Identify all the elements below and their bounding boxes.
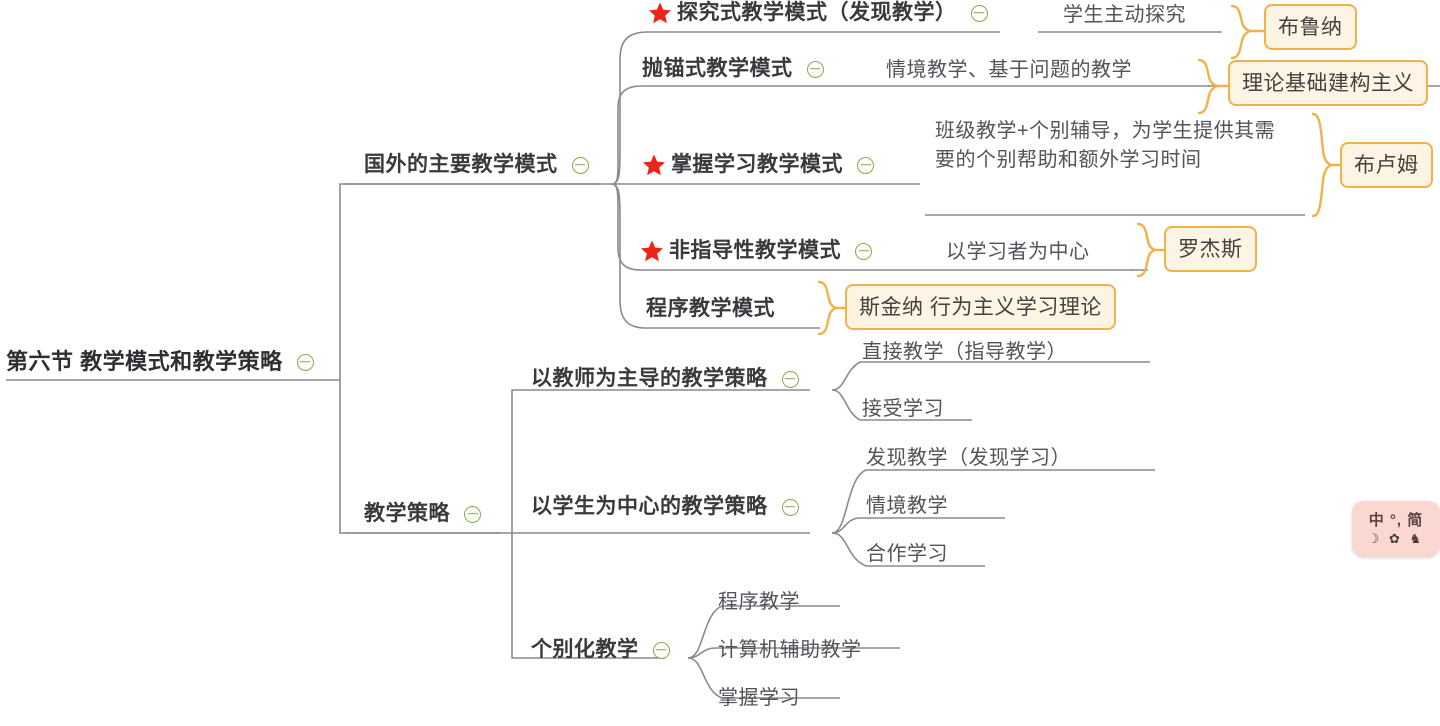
collapse-toggle-icon-anchored-model[interactable] <box>806 60 824 78</box>
brace-mastery <box>1311 112 1335 218</box>
student-centered-item-2-label: 合作学习 <box>866 543 948 565</box>
node-teacher-led-item-0[interactable]: 直接教学（指导教学） <box>862 340 1067 366</box>
node-individualized-item-2[interactable]: 掌握学习 <box>718 686 800 712</box>
teaching-strategies-label: 教学策略 <box>364 502 450 525</box>
ime-icons-row[interactable]: ☽ ✿ ♞ <box>1367 531 1425 546</box>
node-nondirective-model-detail[interactable]: 以学习者为中心 <box>946 240 1090 266</box>
mastery-model-detail-label: 班级教学+个别辅导，为学生提供其需要的个别帮助和额外学习时间 <box>935 120 1276 171</box>
node-mastery-model-detail[interactable]: 班级教学+个别辅导，为学生提供其需要的个别帮助和额外学习时间 <box>935 117 1305 175</box>
nondirective-model-detail-label: 以学习者为中心 <box>946 241 1090 263</box>
node-student-centered[interactable]: 以学生为中心的教学策略 <box>531 494 799 521</box>
node-inquiry-model-detail[interactable]: 学生主动探究 <box>1063 3 1186 29</box>
collapse-toggle-icon-individualized[interactable] <box>652 641 670 659</box>
collapse-toggle-icon-student-centered[interactable] <box>781 498 799 516</box>
collapse-toggle-icon-teacher-led[interactable] <box>781 370 799 388</box>
brace-inquiry <box>1230 4 1254 60</box>
star-icon-mastery-model <box>642 153 666 177</box>
summary-box-anchored-model[interactable]: 理论基础建构主义 <box>1228 60 1428 106</box>
collapse-toggle-icon-inquiry-model[interactable] <box>970 4 988 22</box>
teacher-led-item-0-label: 直接教学（指导教学） <box>862 341 1067 363</box>
node-programmed-model[interactable]: 程序教学模式 <box>646 296 775 323</box>
summary-box-programmed-model-label: 斯金纳 行为主义学习理论 <box>859 295 1102 319</box>
student-centered-item-1-label: 情境教学 <box>866 495 948 517</box>
collapse-toggle-icon-nondirective-model[interactable] <box>855 242 872 260</box>
link-foreign-nondirective <box>611 183 641 271</box>
summary-box-nondirective-model[interactable]: 罗杰斯 <box>1164 226 1257 272</box>
collapse-toggle-icon-foreign-models[interactable] <box>571 156 589 174</box>
link-foreign-anchored <box>611 85 643 185</box>
teacher-led-item-1-label: 接受学习 <box>862 398 944 420</box>
programmed-model-label: 程序教学模式 <box>646 297 775 320</box>
node-student-centered-item-0[interactable]: 发现教学（发现学习） <box>866 446 1071 472</box>
node-mastery-model[interactable]: 掌握学习教学模式 <box>642 152 874 179</box>
node-individualized-item-1[interactable]: 计算机辅助教学 <box>718 638 862 664</box>
inquiry-model-label: 探究式教学模式（发现教学） <box>677 1 957 24</box>
collapse-toggle-icon-teaching-strategies[interactable] <box>464 505 481 523</box>
root-label: 第六节 教学模式和教学策略 <box>6 349 283 374</box>
node-inquiry-model[interactable]: 探究式教学模式（发现教学） <box>648 0 988 27</box>
node-anchored-model[interactable]: 抛锚式教学模式 <box>642 56 824 83</box>
summary-box-inquiry-model-label: 布鲁纳 <box>1278 15 1343 39</box>
summary-box-mastery-model-label: 布卢姆 <box>1354 153 1419 177</box>
ime-tail-decoration <box>1427 505 1440 553</box>
anchored-model-label: 抛锚式教学模式 <box>642 57 793 80</box>
ime-floating-bar[interactable]: 中 °, 简 ☽ ✿ ♞ <box>1352 501 1440 557</box>
link-studentcentered-item1 <box>831 517 1005 534</box>
anchored-model-detail-label: 情境教学、基于问题的教学 <box>886 59 1132 81</box>
summary-box-inquiry-model[interactable]: 布鲁纳 <box>1264 4 1357 50</box>
node-individualized-item-0[interactable]: 程序教学 <box>718 590 800 616</box>
mastery-model-label: 掌握学习教学模式 <box>671 153 843 176</box>
node-student-centered-item-2[interactable]: 合作学习 <box>866 542 948 568</box>
inquiry-model-detail-label: 学生主动探究 <box>1063 4 1186 26</box>
individualized-item-1-label: 计算机辅助教学 <box>718 639 862 661</box>
link-root-to-foreign <box>339 183 600 380</box>
node-individualized[interactable]: 个别化教学 <box>531 637 670 664</box>
collapse-toggle-icon-root[interactable] <box>296 353 314 371</box>
individualized-item-0-label: 程序教学 <box>718 591 800 613</box>
node-nondirective-model[interactable]: 非指导性教学模式 <box>640 238 872 265</box>
individualized-label: 个别化教学 <box>531 638 639 661</box>
node-teacher-led-item-1[interactable]: 接受学习 <box>862 397 944 423</box>
node-root[interactable]: 第六节 教学模式和教学策略 <box>6 348 314 376</box>
student-centered-label: 以学生为中心的教学策略 <box>531 495 768 518</box>
summary-box-mastery-model[interactable]: 布卢姆 <box>1340 142 1433 188</box>
ime-mode-label[interactable]: 中 °, 简 <box>1368 512 1424 529</box>
summary-box-nondirective-model-label: 罗杰斯 <box>1178 237 1243 261</box>
brace-nondirective <box>1136 222 1159 278</box>
brace-programmed <box>817 280 840 336</box>
star-icon-inquiry-model <box>648 1 672 25</box>
node-foreign-models[interactable]: 国外的主要教学模式 <box>364 152 589 179</box>
star-icon-nondirective-model <box>640 239 664 263</box>
node-student-centered-item-1[interactable]: 情境教学 <box>866 494 948 520</box>
collapse-toggle-icon-mastery-model[interactable] <box>857 156 874 174</box>
foreign-models-label: 国外的主要教学模式 <box>364 153 558 176</box>
student-centered-item-0-label: 发现教学（发现学习） <box>866 447 1071 469</box>
node-teacher-led[interactable]: 以教师为主导的教学策略 <box>531 366 799 393</box>
summary-box-anchored-model-label: 理论基础建构主义 <box>1242 71 1414 95</box>
individualized-item-2-label: 掌握学习 <box>718 687 800 709</box>
teacher-led-label: 以教师为主导的教学策略 <box>531 367 768 390</box>
node-teaching-strategies[interactable]: 教学策略 <box>364 501 481 528</box>
node-anchored-model-detail[interactable]: 情境教学、基于问题的教学 <box>886 58 1132 84</box>
summary-box-programmed-model[interactable]: 斯金纳 行为主义学习理论 <box>845 284 1116 330</box>
brace-anchored <box>1197 58 1221 115</box>
link-teacherled-item0 <box>831 361 1150 391</box>
nondirective-model-label: 非指导性教学模式 <box>669 239 841 262</box>
